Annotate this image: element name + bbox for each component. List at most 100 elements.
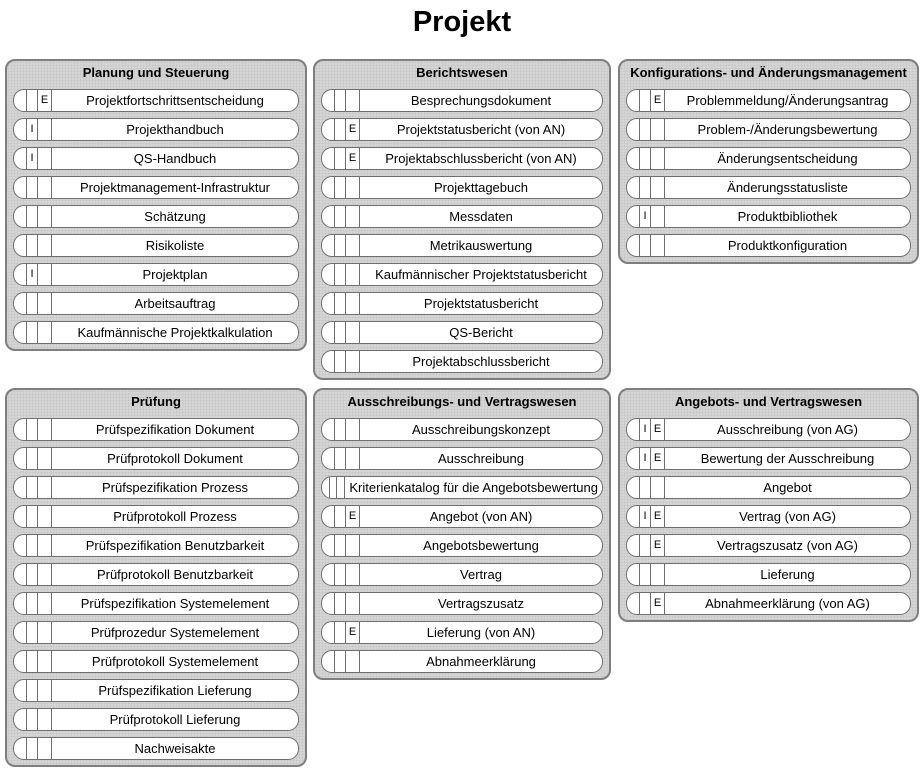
row-cap: [627, 506, 640, 527]
external-marker-cell: E: [651, 593, 665, 614]
product-label: Produktkonfiguration: [727, 238, 848, 253]
product-item: Kaufmännischer Projektstatusbericht: [321, 263, 603, 286]
product-label: Vertrag: [460, 567, 502, 582]
product-label: Messdaten: [449, 209, 513, 224]
row-cap: [322, 322, 335, 343]
external-marker-cell: [38, 738, 52, 759]
external-marker-cell: [38, 622, 52, 643]
product-label: Prüfprotokoll Systemelement: [91, 654, 259, 669]
initial-marker-cell: [335, 351, 346, 372]
product-label: Prüfprotokoll Prozess: [113, 509, 237, 524]
product-item: Prüfprozedur Systemelement: [13, 621, 299, 644]
row-cap: [322, 90, 335, 111]
initial-marker-cell: [335, 651, 346, 672]
external-marker-cell: [337, 477, 346, 498]
product-label: Projektabschlussbericht: [412, 354, 550, 369]
external-marker-cell: E: [38, 90, 52, 111]
external-marker-cell: [38, 477, 52, 498]
initial-marker-cell: [335, 177, 346, 198]
initial-marker-cell: [640, 235, 651, 256]
initial-marker-cell: I: [27, 264, 38, 285]
external-marker-cell: E: [651, 90, 665, 111]
row-cap: [627, 177, 640, 198]
product-label: Projektmanagement-Infrastruktur: [79, 180, 271, 195]
row-cap: [322, 177, 335, 198]
product-label: Problem-/Änderungsbewertung: [697, 122, 878, 137]
product-label: Projektabschlussbericht (von AN): [385, 151, 577, 166]
external-marker-cell: [38, 564, 52, 585]
external-marker-cell: [346, 322, 360, 343]
external-marker-cell: E: [651, 419, 665, 440]
row-cap: [14, 651, 27, 672]
external-marker-cell: [346, 535, 360, 556]
external-marker-cell: [38, 593, 52, 614]
product-item: Prüfspezifikation Prozess: [13, 476, 299, 499]
product-item: E Lieferung (von AN): [321, 621, 603, 644]
row-cap: [627, 148, 640, 169]
initial-marker-cell: [335, 148, 346, 169]
product-label: Kaufmännische Projektkalkulation: [77, 325, 273, 340]
row-cap: [14, 419, 27, 440]
product-label: Ausschreibung (von AG): [717, 422, 858, 437]
initial-marker-cell: [335, 264, 346, 285]
initial-marker-cell: [335, 322, 346, 343]
initial-marker-cell: [27, 177, 38, 198]
row-cap: [14, 680, 27, 701]
product-label: Prüfspezifikation Benutzbarkeit: [85, 538, 265, 553]
product-item: Lieferung: [626, 563, 911, 586]
external-marker-cell: [38, 506, 52, 527]
row-cap: [322, 419, 335, 440]
row-cap: [627, 564, 640, 585]
product-label: Produktbibliothek: [737, 209, 838, 224]
external-marker-cell: E: [346, 622, 360, 643]
group-title: Berichtswesen: [416, 65, 508, 80]
row-cap: [322, 206, 335, 227]
product-item: Angebot: [626, 476, 911, 499]
group-title: Konfigurations- und Änderungsmanagement: [630, 65, 907, 80]
product-label: Änderungsentscheidung: [717, 151, 858, 166]
product-label: Abnahmeerklärung: [426, 654, 536, 669]
product-item: Prüfprotokoll Lieferung: [13, 708, 299, 731]
product-label: QS-Bericht: [449, 325, 513, 340]
initial-marker-cell: [335, 119, 346, 140]
product-item: Kaufmännische Projektkalkulation: [13, 321, 299, 344]
initial-marker-cell: [640, 119, 651, 140]
initial-marker-cell: [335, 206, 346, 227]
external-marker-cell: [38, 651, 52, 672]
product-label: Arbeitsauftrag: [134, 296, 216, 311]
external-marker-cell: [38, 148, 52, 169]
initial-marker-cell: [640, 177, 651, 198]
external-marker-cell: E: [651, 535, 665, 556]
product-item: Angebotsbewertung: [321, 534, 603, 557]
product-label: Projektstatusbericht: [423, 296, 539, 311]
row-cap: [14, 709, 27, 730]
product-label: Prüfprotokoll Benutzbarkeit: [96, 567, 254, 582]
row-cap: [14, 738, 27, 759]
external-marker-cell: [346, 564, 360, 585]
row-cap: [14, 448, 27, 469]
product-label: Lieferung (von AN): [426, 625, 536, 640]
external-marker-cell: [651, 477, 665, 498]
row-cap: [14, 322, 27, 343]
row-cap: [14, 535, 27, 556]
external-marker-cell: [651, 206, 665, 227]
product-item: Metrikauswertung: [321, 234, 603, 257]
row-cap: [14, 622, 27, 643]
group-title: Planung und Steuerung: [82, 65, 230, 80]
product-label: Vertragszusatz (von AG): [717, 538, 858, 553]
row-cap: [14, 119, 27, 140]
row-cap: [627, 206, 640, 227]
product-item: Prüfprotokoll Prozess: [13, 505, 299, 528]
initial-marker-cell: [27, 90, 38, 111]
row-cap: [322, 564, 335, 585]
row-cap: [627, 90, 640, 111]
product-label: Projektfortschrittsentscheidung: [86, 93, 264, 108]
product-item: Kriterienkatalog für die Angebotsbewertu…: [321, 476, 603, 499]
